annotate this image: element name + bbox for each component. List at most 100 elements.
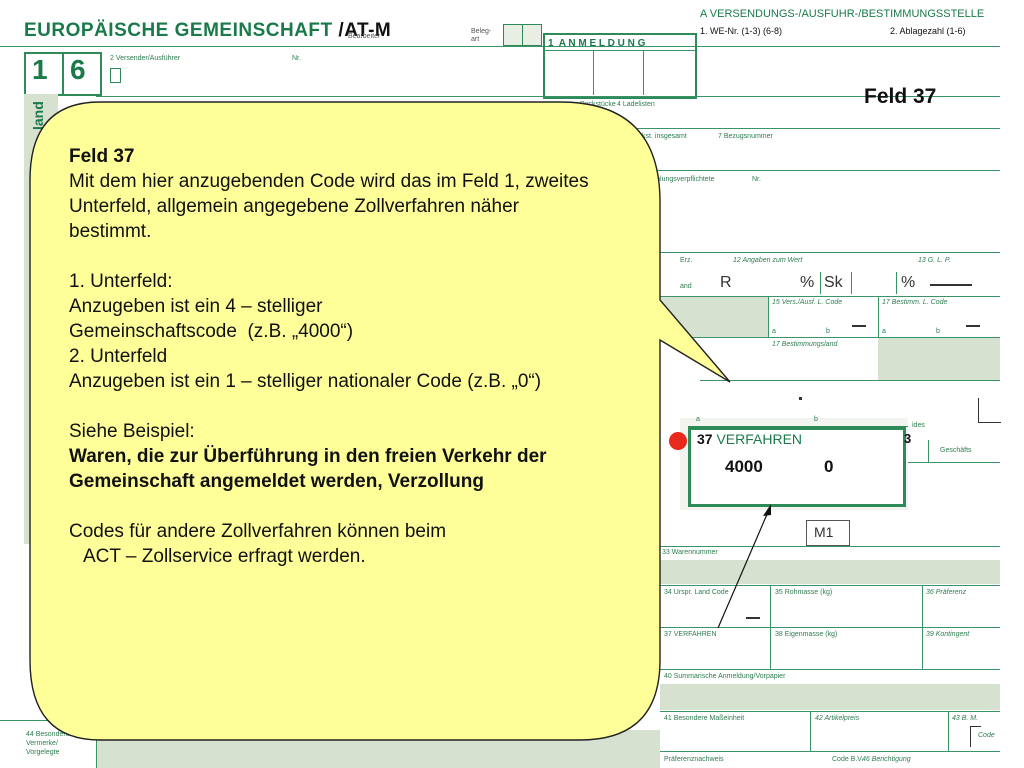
code-dash-1: [852, 325, 866, 327]
versender-checkbox: [110, 68, 121, 83]
anmeldung-box: [543, 33, 697, 99]
glp-dash: [930, 284, 972, 286]
row-divider-3: [640, 170, 1000, 171]
callout-heading: Feld 37: [69, 146, 135, 167]
zahlungsverpfl-nr-label: Nr.: [752, 176, 761, 183]
ladelisten-label: 4 Ladelisten: [617, 101, 655, 108]
verfahren37-label: 37 VERFAHREN: [664, 631, 717, 638]
pct-mark: %: [800, 274, 815, 291]
header-divider: [0, 46, 1000, 47]
pct-mark-2: %: [901, 274, 916, 291]
wert-divider-v2: [851, 272, 852, 294]
m1-box: [806, 520, 850, 546]
field37-label: 37 VERFAHREN: [697, 431, 802, 447]
bm-label: 43 B. M.: [952, 715, 979, 722]
packstuecke-label: Packstücke: [580, 101, 616, 108]
bestimmungsland-label: 17 Bestimmungsland: [772, 341, 838, 348]
row-divider-10: [660, 585, 1000, 586]
code-a1: a: [772, 328, 776, 335]
anmeldung-label: 1 A N M E L D U N G: [548, 38, 646, 49]
anmeldung-cell-divider-1: [593, 50, 594, 95]
summarische-shade: [660, 684, 1000, 710]
wert-divider-v3: [896, 272, 897, 294]
warennummer-label: 33 Warennummer: [662, 549, 718, 556]
callout-sub2-text: Anzugeben ist ein 1 – stelliger national…: [69, 371, 542, 392]
row-divider-12: [660, 669, 1000, 670]
besondere-masseinheit-label: 41 Besondere Maßeinheit: [664, 715, 745, 722]
r-mark: R: [720, 274, 732, 291]
form-title-main: EUROPÄISCHE GEMEINSCHAFT: [24, 20, 333, 41]
angaben-wert-label: 12 Angaben zum Wert: [733, 257, 803, 264]
callout-see-example: Siehe Beispiel:: [69, 421, 195, 442]
corner-label: Feld 37: [864, 85, 937, 108]
dot-mark: [799, 397, 802, 400]
code-dash-2: [966, 325, 980, 327]
bottom-left-divider: [96, 720, 97, 768]
row-divider-1: [96, 96, 1000, 97]
code-b1: b: [826, 328, 830, 335]
zahlungsverpfl-label: Zahlungsverpflichtete: [648, 176, 715, 183]
bearbeiter-label: Bearbeiter: [348, 33, 381, 40]
field37-label-text: VERFAHREN: [716, 431, 803, 447]
red-marker-dot: [669, 432, 687, 450]
code-divider-v1: [768, 297, 769, 337]
row-divider-2: [560, 128, 1000, 129]
rohmasse-label: 35 Rohmasse (kg): [775, 589, 833, 596]
field37-label-number: 37: [697, 431, 713, 447]
field37-box: [688, 427, 906, 507]
form-title-suffix: /AT-M: [338, 20, 392, 41]
code-a2: a: [882, 328, 886, 335]
callout-sub1-title: 1. Unterfeld:: [69, 271, 173, 292]
top-right-title: A VERSENDUNGS-/AUSFUHR-/BESTIMMUNGSSTELL…: [700, 8, 985, 20]
row-divider-7: [700, 380, 1000, 381]
we-nr-label: 1. WE-Nr. (1-3) (6-8): [700, 26, 783, 36]
grid-v3: [810, 711, 811, 751]
geschaefts-divider: [928, 440, 929, 462]
belegart-box-2: [522, 24, 542, 46]
wert-divider-v1: [820, 272, 821, 294]
code-bv-label: Code B.V.: [832, 756, 864, 763]
callout-text: Feld 37 Mit dem hier anzugebenden Code w…: [69, 144, 629, 569]
row-divider-5: [660, 296, 1000, 297]
pointer-arrow-head: [763, 504, 771, 516]
callout-bubble-shape: [29, 101, 731, 741]
field37-value-1: 4000: [725, 457, 763, 476]
field37-ab-b: b: [814, 416, 818, 423]
m1-label: M1: [814, 524, 834, 540]
bm-code-label: Code: [978, 732, 995, 739]
warennummer-shade: [660, 560, 1000, 584]
pointer-arrow-line: [717, 511, 769, 629]
bestimmungsland-shade: [878, 338, 1000, 380]
row-divider-8: [908, 462, 1000, 463]
ides-label: ides: [912, 422, 925, 429]
versender-label: 2 Versender/Ausführer: [110, 55, 181, 62]
ablagezahl-label: 2. Ablagezahl (1-6): [890, 26, 966, 36]
bezugsnummer-label: 7 Bezugsnummer: [718, 133, 773, 140]
anmeldung-cell-divider-2: [643, 50, 644, 95]
box-1-number: 1: [32, 54, 48, 85]
field37-ab-row: [688, 418, 908, 427]
geschaefts-label: Geschäfts: [940, 447, 972, 454]
code-divider-v2: [878, 297, 879, 337]
box-6-number: 6: [70, 54, 86, 85]
box-6: [62, 52, 102, 96]
row-divider-13: [660, 711, 1000, 712]
bestimm-code-label: 17 Bestimm. L. Code: [882, 299, 948, 306]
kontingent-label: 39 Kontingent: [926, 631, 970, 638]
callout-intro: Mit dem hier anzugebenden Code wird das …: [69, 171, 589, 242]
field37-ab-a: a: [696, 416, 700, 423]
erz-label: Erz.: [680, 257, 693, 264]
ursprland-dash: [746, 617, 760, 619]
callout-footer: Codes für andere Zollverfahren können be…: [69, 521, 447, 542]
besondere-vermerke-label: 44 Besondere Vermerke/ Vorgelegte: [26, 731, 70, 756]
packst-insgesamt-label: Packst. insgesamt: [630, 133, 687, 140]
glp-label: 13 G. L. P.: [918, 257, 951, 264]
summarische-label: 40 Summarische Anmeldung/Vorpapier: [664, 673, 786, 680]
bm-bracket: [970, 726, 981, 747]
eigenmasse-label: 38 Eigenmasse (kg): [775, 631, 838, 638]
ursprland-label: 34 Urspr. Land Code: [664, 589, 729, 596]
artikelpreis-label: 42 Artikelpreis: [815, 715, 860, 722]
and-label: and: [680, 283, 692, 290]
versender-nr-label: Nr.: [292, 55, 301, 62]
